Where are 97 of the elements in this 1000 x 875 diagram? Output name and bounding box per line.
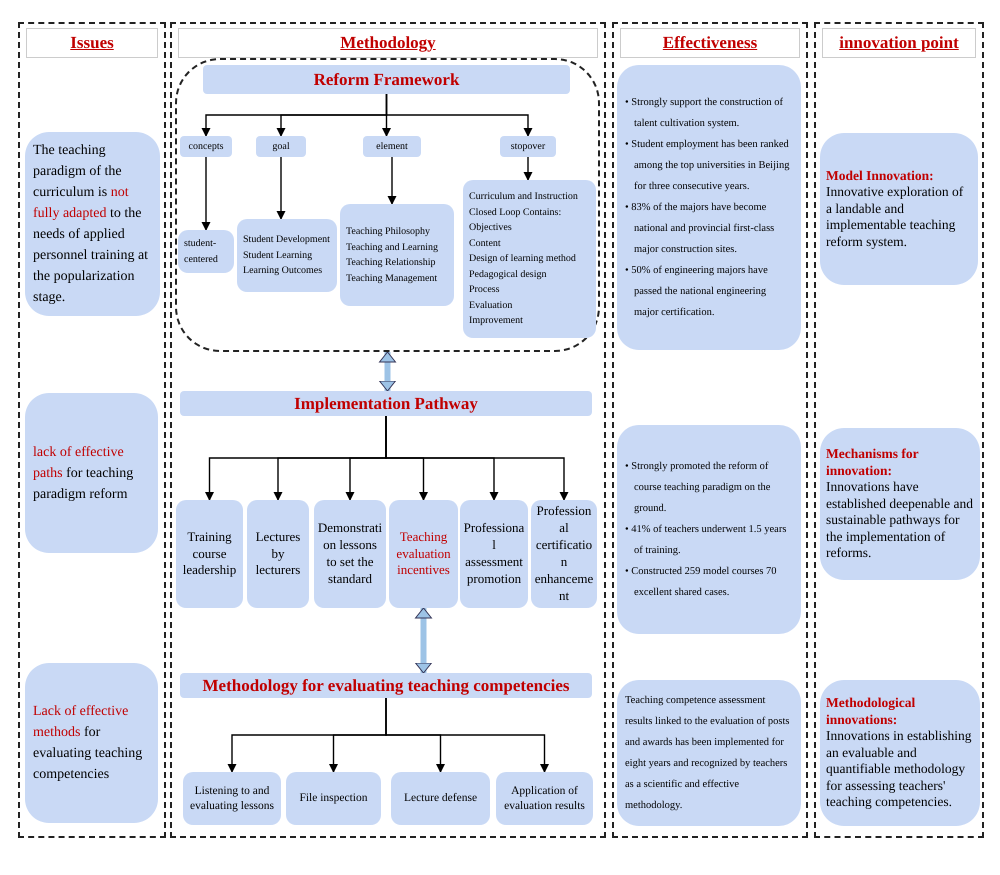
dashed-group-outline [175, 58, 600, 352]
bullet-text: • Student employment has been ranked among the top universities in Beijing for three consecutive years. [625, 138, 790, 194]
content-box [496, 772, 593, 825]
box-text: element [376, 141, 408, 152]
column-heading: Methodology [340, 33, 436, 53]
box-text: Lack of effective methods for evaluating teaching competencies [33, 703, 144, 784]
section-title: Reform Framework [314, 70, 460, 90]
arrow [385, 416, 568, 501]
section-title: Implementation Pathway [294, 394, 478, 414]
content-box [176, 500, 243, 608]
innovation-box [820, 133, 978, 285]
content-box [340, 204, 454, 306]
box-text: Learning Outcomes [243, 264, 324, 278]
box-text: Student Development [243, 233, 331, 248]
arrow [276, 157, 286, 220]
arrow [385, 698, 549, 773]
arrow [386, 94, 532, 137]
box-text: Teaching Philosophy [346, 225, 432, 239]
issue-box [25, 393, 158, 553]
category-tag [500, 136, 556, 157]
content-box [389, 500, 458, 608]
section-header-bar [180, 673, 592, 698]
bullet-text: • 83% of the majors have become national and provincial first-class major construction sites. [625, 201, 776, 257]
box-text: The teaching paradigm of the curriculum is not fully adapted to the needs of applied personnel training at the popularization stage. [33, 142, 150, 307]
result-box [617, 680, 801, 826]
box-text: Teaching evaluation incentives [395, 528, 452, 580]
box-text: Professional certification enhancement [534, 503, 594, 605]
box-text: Innovations in establishing an evaluable and quantifiable methodology for assessing teachers' teaching competencies. [826, 728, 972, 811]
box-text: Application of evaluation results [503, 784, 586, 813]
box-text: Innovative exploration of a landable and implementable teaching reform system. [826, 184, 964, 250]
arrow [388, 157, 396, 205]
content-box [314, 500, 386, 608]
column-heading: Effectiveness [662, 33, 758, 53]
box-text: Professional assessment promotion [463, 520, 525, 588]
box-text: Teaching competence assessment results linked to the evaluation of posts and awards has been implemented for eight years and recognized by teachers as a scientific and effective methodology. [625, 694, 790, 813]
innovation-box [820, 428, 980, 580]
bullet-text: • 41% of teachers underwent 1.5 years of training. [625, 523, 788, 558]
box-text: Innovations have established deepenable and sustainable pathways for the implementation of reforms. [826, 479, 974, 562]
box-text: Improvement [469, 314, 524, 328]
box-text: Teaching Relationship [346, 256, 437, 270]
content-box [237, 219, 337, 292]
category-tag [256, 136, 306, 157]
section-header-bar [203, 65, 570, 94]
innovation-box [820, 680, 980, 826]
arrow [524, 157, 532, 181]
box-text: Pedagogical design [469, 268, 548, 282]
column-heading: Issues [70, 33, 114, 53]
column-heading: innovation point [839, 33, 959, 53]
content-box [391, 772, 490, 825]
bullet-text: • Constructed 259 model courses 70 excellent shared cases. [625, 565, 778, 600]
box-text: Curriculum and Instruction Closed Loop Contains: [469, 190, 579, 220]
category-tag [363, 136, 421, 157]
content-box [178, 230, 234, 273]
bullet-text: • 50% of engineering majors have passed the national engineering major certification. [625, 264, 769, 320]
box-text: Teaching and Learning [346, 240, 440, 254]
bullet-text: • Strongly promoted the reform of course teaching paradigm on the ground. [625, 460, 772, 516]
section-title: Methodology for evaluating teaching competencies [202, 676, 570, 696]
content-box [286, 772, 381, 825]
innovation-heading: Mechanisms for innovation: [826, 446, 920, 480]
box-text: Lectures by lecturers [254, 528, 302, 580]
double-arrow [379, 352, 396, 392]
content-box [247, 500, 309, 608]
box-text: Design of learning method [469, 252, 577, 266]
box-text: Evaluation [469, 298, 514, 313]
box-text: stopover [510, 141, 546, 152]
bullet-text: • Strongly support the construction of talent cultivation system. [625, 96, 784, 131]
box-text: goal [272, 141, 290, 152]
issue-box [25, 132, 160, 316]
box-text: student-centered [184, 237, 219, 266]
box-text: File inspection [298, 791, 369, 806]
box-text: Content [469, 236, 502, 251]
result-box [617, 65, 801, 350]
box-text: Student Learning [243, 248, 314, 263]
box-text: concepts [188, 141, 224, 152]
innovation-heading: Model Innovation: [826, 168, 935, 184]
box-text: Teaching Management [346, 272, 438, 286]
arrow [202, 157, 210, 231]
box-text: Training course leadership [182, 528, 238, 580]
double-arrow [415, 608, 432, 674]
content-box [463, 180, 596, 338]
content-box [460, 500, 528, 608]
box-text: Process [469, 283, 501, 298]
result-box [617, 425, 801, 634]
category-tag [180, 136, 232, 157]
column-panel [814, 22, 984, 838]
column-panel [612, 22, 808, 838]
box-text: Demonstration lessons to set the standard [317, 520, 383, 588]
innovation-heading: Methodological innovations: [826, 695, 916, 728]
section-header-bar [180, 391, 592, 416]
content-box [183, 772, 281, 825]
box-text: Lecture defense [402, 791, 478, 806]
box-text: lack of effective paths for teaching paradigm reform [33, 444, 134, 504]
box-text: Objectives [469, 221, 513, 236]
box-text: Listening to and evaluating lessons [189, 784, 275, 813]
column-panel [18, 22, 166, 838]
issue-box [25, 663, 158, 823]
column-panel [170, 22, 606, 838]
